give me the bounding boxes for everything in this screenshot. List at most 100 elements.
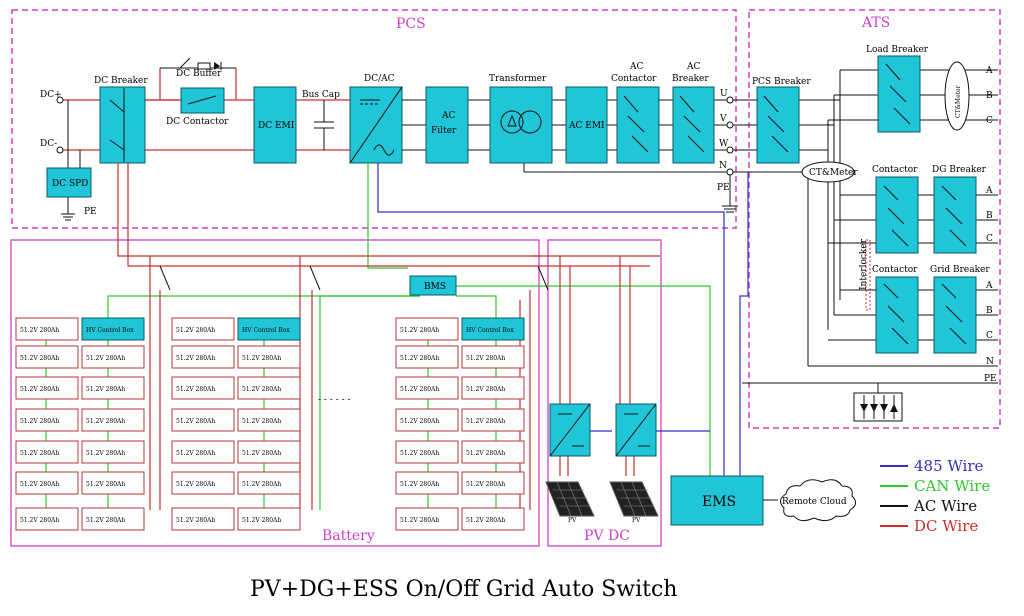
- pin-n-label: N: [719, 161, 727, 171]
- battery-cell: [81, 345, 145, 369]
- dg-breaker-block: [933, 176, 977, 254]
- battery-cell: [461, 440, 525, 464]
- battery-cell: [395, 376, 459, 400]
- dc-emi-label: DC EMI: [258, 121, 295, 131]
- grid-pin-b: B: [986, 306, 993, 316]
- battery-cell-label: 51.2V 280Ah: [86, 481, 125, 488]
- dc-contactor-block: [180, 87, 225, 114]
- battery-cell: [461, 345, 525, 369]
- legend-can-label: CAN Wire: [914, 477, 990, 495]
- ac-breaker-block: [672, 86, 715, 164]
- ac-breaker-label-2: Breaker: [672, 74, 709, 84]
- battery-racks: 51.2V 280Ah HV Control Box 51.2V 280Ah 51.2…: [15, 317, 525, 531]
- pcs-breaker-label: PCS Breaker: [752, 77, 811, 87]
- battery-cell-label: 51.2V 280Ah: [176, 481, 215, 488]
- spd-arresters: [853, 392, 903, 422]
- battery-cell-label: 51.2V 280Ah: [466, 450, 505, 457]
- pin-v-terminal: [726, 121, 734, 129]
- battery-cell: [171, 376, 235, 400]
- dg-contactor-label: Contactor: [872, 165, 918, 175]
- bus-cap-symbol: [314, 100, 334, 150]
- battery-cell: [15, 471, 79, 495]
- hv-control-box-label: HV Control Box: [86, 327, 134, 334]
- battery-cell: [395, 507, 459, 531]
- battery-cell: [81, 376, 145, 400]
- battery-cell: [15, 507, 79, 531]
- grid-contactor-label: Contactor: [872, 265, 918, 275]
- dg-contactor-block: [875, 176, 919, 254]
- dc-minus-label: DC-: [40, 139, 57, 149]
- battery-cell: [237, 345, 301, 369]
- dc-contactor-label: DC Contactor: [166, 117, 229, 127]
- interlocker-label: Interlocker: [859, 238, 869, 290]
- battery-cell: [81, 440, 145, 464]
- battery-cell: [171, 440, 235, 464]
- battery-cell: [395, 345, 459, 369]
- battery-cell-label: 51.2V 280Ah: [400, 481, 439, 488]
- battery-section-border: [10, 239, 540, 547]
- pv-dcdc-2: [615, 403, 657, 457]
- battery-cell: [81, 408, 145, 432]
- battery-cell: [15, 408, 79, 432]
- battery-cell: [237, 408, 301, 432]
- pin-pe-label: PE: [717, 183, 730, 193]
- battery-cell-label: 51.2V 280Ah: [466, 386, 505, 393]
- pcs-section-border: [11, 9, 737, 229]
- battery-cell-label: 51.2V 280Ah: [400, 355, 439, 362]
- ac-contactor-label-2: Contactor: [611, 74, 657, 84]
- battery-cell-label: 51.2V 280Ah: [466, 517, 505, 524]
- battery-cell: [15, 345, 79, 369]
- battery-cell: [171, 507, 235, 531]
- pv-dc-section-label: PV DC: [584, 528, 630, 544]
- battery-cell: [171, 317, 235, 341]
- battery-cell: [171, 408, 235, 432]
- battery-cell: [237, 507, 301, 531]
- hv-control-box: [461, 317, 525, 341]
- pin-v-label: V: [719, 114, 727, 124]
- pcs-ac-wiring: [402, 99, 808, 213]
- hv-control-box: [237, 317, 301, 341]
- dc-ac-inverter-block: [349, 86, 403, 164]
- ats-section-label: ATS: [861, 15, 890, 31]
- legend-ac-label: AC Wire: [913, 497, 977, 515]
- ems-block: EMS: [670, 475, 764, 526]
- ct-meter-load-label: CT&Meter: [955, 85, 962, 118]
- grid-pin-c: C: [986, 331, 993, 341]
- battery-cell: [81, 471, 145, 495]
- battery-cell: [15, 317, 79, 341]
- dc-spd-pe-label: PE: [84, 207, 97, 217]
- battery-cell-label: 51.2V 280Ah: [86, 418, 125, 425]
- battery-cell-label: 51.2V 280Ah: [20, 355, 59, 362]
- dc-minus-terminal: [56, 146, 64, 154]
- ac-emi-label: AC EMI: [568, 121, 605, 131]
- ac-filter-label-2: Filter: [431, 126, 457, 136]
- pin-n-terminal: [726, 168, 734, 176]
- battery-cell: [461, 471, 525, 495]
- ct-meter-load: CT&Meter: [944, 61, 970, 131]
- grid-breaker-label: Grid Breaker: [930, 265, 990, 275]
- battery-cell: [395, 440, 459, 464]
- interlocker-link: [865, 239, 871, 311]
- grid-contactor-block: [875, 276, 919, 354]
- battery-cell-label: 51.2V 280Ah: [86, 386, 125, 393]
- pin-w-label: W: [719, 139, 729, 149]
- dc-bus-wiring: [117, 163, 660, 510]
- battery-cell-label: 51.2V 280Ah: [400, 418, 439, 425]
- battery-cell-label: 51.2V 280Ah: [86, 355, 125, 362]
- pin-u-terminal: [726, 96, 734, 104]
- dc-breaker-label: DC Breaker: [94, 76, 148, 86]
- battery-cell: [395, 471, 459, 495]
- battery-cell-label: 51.2V 280Ah: [20, 386, 59, 393]
- ac-filter-label-1: AC: [441, 111, 455, 121]
- battery-cell-label: 51.2V 280Ah: [176, 418, 215, 425]
- battery-cell-label: 51.2V 280Ah: [242, 517, 281, 524]
- dg-pin-c: C: [986, 234, 993, 244]
- battery-cell: [237, 376, 301, 400]
- battery-cell: [461, 408, 525, 432]
- pv-panel-2-label: PV: [632, 517, 641, 524]
- battery-cell: [15, 440, 79, 464]
- dc-breaker-block: [99, 86, 146, 164]
- dg-pin-b: B: [986, 211, 993, 221]
